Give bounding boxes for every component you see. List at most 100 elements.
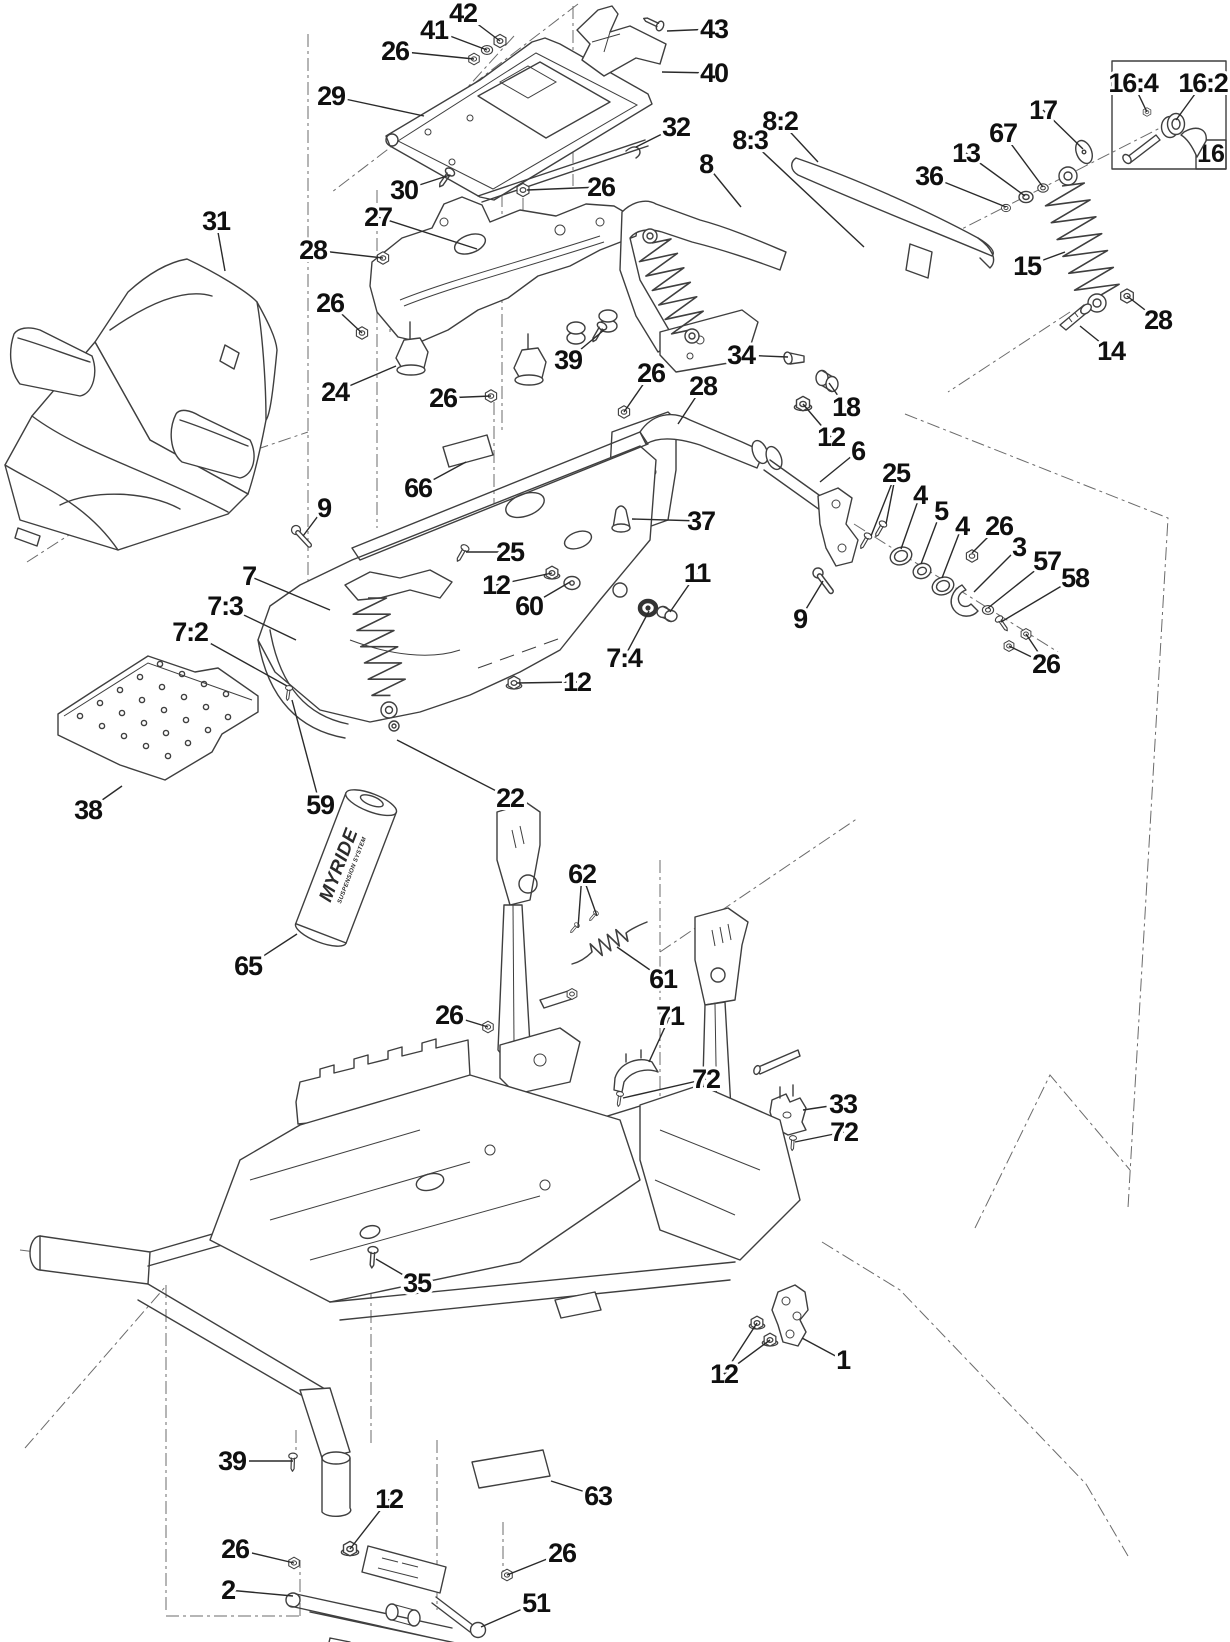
seat-plate-29: [385, 37, 653, 203]
callout-26-j: 26: [506, 1535, 581, 1576]
callout-label-4-a: 4: [913, 480, 928, 510]
callout-leader-43: [666, 28, 715, 32]
callout-leader-26-j: [506, 1552, 563, 1576]
callout-12-a: 12: [802, 403, 849, 455]
callout-leader-8: [705, 163, 742, 208]
callout-label-7-4: 7:4: [606, 643, 643, 673]
callout-label-26-j: 26: [548, 1538, 577, 1568]
left-upright: [496, 802, 581, 1095]
callout-28-c: 28: [677, 368, 722, 425]
decal-63: [471, 1449, 551, 1489]
callout-60: 60: [512, 581, 571, 624]
callout-9-a: 9: [302, 490, 336, 537]
bolt-25-b2: [871, 519, 889, 540]
callout-leader-62: [581, 873, 598, 917]
callout-leader-59: [291, 699, 321, 806]
callout-label-7: 7: [242, 561, 256, 591]
bolt-25-b1: [856, 531, 874, 552]
callout-label-26-h: 26: [435, 1000, 464, 1030]
callout-leader-26-h: [448, 1014, 489, 1028]
callout-26-g: 26: [1008, 633, 1065, 682]
callout-label-41: 41: [420, 15, 449, 45]
callout-label-7-2: 7:2: [172, 617, 208, 647]
callout-39-b: 39: [215, 1443, 293, 1479]
callout-leader-18: [828, 382, 847, 408]
callout-label-14: 14: [1097, 336, 1126, 366]
callout-leader-26-g: [1008, 645, 1047, 665]
callout-leader-12-e: [349, 1498, 390, 1550]
callout-42: 42: [446, 0, 501, 42]
callout-leader-42: [462, 12, 501, 42]
callout-8-3: 8:3: [729, 122, 865, 248]
frame-post: [321, 1451, 352, 1518]
callout-leader-63: [550, 1480, 599, 1497]
callout-leader-27: [377, 216, 478, 250]
shock-bracket-8: [619, 200, 787, 373]
callout-26-c: 26: [313, 285, 363, 334]
suspension-plate-27: [369, 196, 639, 386]
bushing-18: [815, 369, 839, 393]
callout-leader-7-3: [224, 605, 297, 641]
callout-label-26-c: 26: [316, 288, 345, 318]
foot-plate-holes: [76, 660, 232, 760]
washer-67: [1037, 183, 1049, 193]
callout-leader-28-c: [677, 385, 704, 425]
callout-label-25-a: 25: [496, 537, 525, 567]
callout-leader-61: [616, 946, 664, 980]
callout-27: 27: [361, 199, 478, 250]
callout-13: 13: [949, 135, 1026, 197]
callout-label-12-b: 12: [563, 667, 591, 697]
callout-leader-3: [973, 546, 1020, 593]
callout-40: 40: [661, 55, 732, 91]
callout-label-27: 27: [364, 202, 392, 232]
callout-leader-32: [635, 126, 677, 148]
callout-label-26-i: 26: [221, 1534, 250, 1564]
bolt-14: [1059, 303, 1092, 331]
callout-34: 34: [724, 337, 789, 373]
callout-15: 15: [1010, 248, 1066, 284]
callout-label-39-b: 39: [218, 1446, 247, 1476]
callout-label-60: 60: [515, 591, 543, 621]
callout-label-67: 67: [989, 118, 1017, 148]
spring-61: [589, 928, 629, 957]
callout-28-b: 28: [1126, 295, 1177, 338]
cylinder-65: MYRIDE SUSPENSION SYSTEM: [294, 789, 398, 947]
callout-leader-35: [375, 1258, 418, 1284]
callout-label-15: 15: [1013, 251, 1042, 281]
nut-12-a: [793, 395, 813, 412]
callout-leader-14: [1079, 325, 1112, 352]
callout-leader-8-3: [749, 139, 865, 248]
callout-label-24: 24: [321, 377, 350, 407]
callout-59: 59: [291, 699, 339, 823]
callout-leader-16-2: [1175, 82, 1204, 121]
callout-leader-16-4: [1132, 82, 1148, 113]
callout-25-b: 25: [870, 455, 915, 537]
callout-3: 3: [973, 529, 1031, 593]
pin-72-a: [614, 1090, 625, 1108]
callout-66: 66: [401, 461, 467, 506]
callout-label-43: 43: [700, 14, 729, 44]
callout-30: 30: [387, 172, 451, 208]
callout-leader-67: [1002, 132, 1044, 188]
callout-leader-71: [648, 1015, 671, 1063]
callout-leader-12-a: [802, 403, 832, 438]
callout-label-51: 51: [522, 1588, 551, 1618]
callout-leader-9-b: [799, 580, 824, 620]
callout-26-h: 26: [432, 997, 489, 1033]
bushing-7-4: [637, 598, 659, 618]
callout-leader-6: [819, 450, 859, 483]
callout-label-66: 66: [404, 473, 433, 503]
spring-15: [1044, 182, 1120, 297]
callout-leader-40: [661, 71, 715, 74]
callout-leader-7-2: [189, 631, 288, 687]
callout-leader-4-b: [941, 525, 963, 579]
callout-7-2: 7:2: [169, 614, 288, 687]
callout-43: 43: [666, 11, 733, 47]
callout-label-62: 62: [568, 859, 596, 889]
callout-leader-26-d: [442, 395, 492, 399]
callout-26-d: 26: [426, 380, 492, 416]
callout-label-4-b: 4: [955, 511, 970, 541]
callout-leader-65: [247, 933, 298, 967]
callout-4-b: 4: [941, 508, 974, 579]
callout-5: 5: [920, 493, 953, 565]
